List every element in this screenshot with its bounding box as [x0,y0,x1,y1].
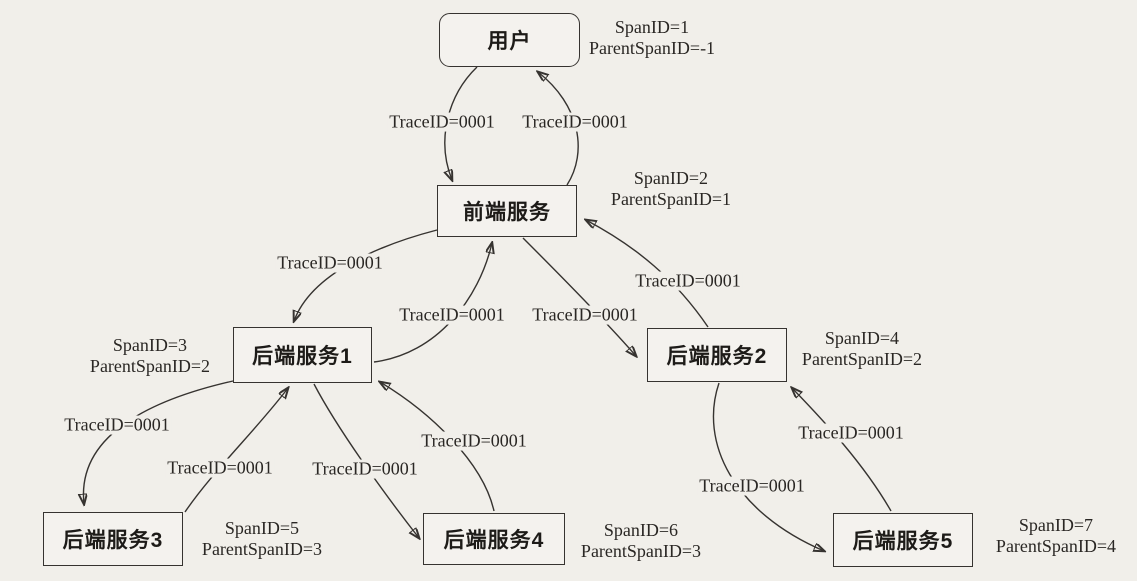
node-backend5-label: 后端服务5 [852,530,954,553]
edge-backend1-to-backend3 [83,380,234,504]
parent-span-id-text: ParentSpanID=4 [995,536,1117,556]
node-backend-service-1: 后端服务1 [233,327,372,383]
parent-span-id-text: ParentSpanID=-1 [588,38,716,58]
trace-label-backend3-to-backend1: TraceID=0001 [165,457,275,478]
node-backend1-label: 后端服务1 [252,345,353,368]
span-id-text: SpanID=4 [824,328,900,348]
node-backend-service-2: 后端服务2 [647,328,787,382]
span-id-text: SpanID=7 [1018,515,1094,535]
span-annotation-user: SpanID=1 ParentSpanID=-1 [589,17,715,59]
edge-backend2-to-backend5 [712,382,824,551]
edge-backend3-to-backend1 [184,388,288,513]
trace-label-frontend-to-user: TraceID=0001 [520,111,630,132]
node-user-label: 用户 [487,30,532,53]
trace-label-frontend-to-backend1: TraceID=0001 [275,252,385,273]
span-annotation-backend4: SpanID=6 ParentSpanID=3 [581,520,701,562]
trace-label-backend4-to-backend1: TraceID=0001 [419,430,529,451]
trace-label-backend5-to-backend2: TraceID=0001 [796,422,906,443]
trace-label-backend1-to-frontend: TraceID=0001 [397,304,507,325]
span-id-text: SpanID=1 [614,17,690,37]
span-annotation-backend1: SpanID=3 ParentSpanID=2 [90,335,210,377]
edge-backend2-to-frontend [586,220,709,328]
node-backend4-label: 后端服务4 [443,529,545,552]
span-id-text: SpanID=5 [224,518,300,538]
node-frontend-label: 前端服务 [463,201,551,224]
parent-span-id-text: ParentSpanID=3 [201,539,323,559]
node-backend-service-4: 后端服务4 [423,513,565,565]
span-annotation-backend2: SpanID=4 ParentSpanID=2 [802,328,922,370]
edge-backend5-to-backend2 [792,388,892,512]
node-backend2-label: 后端服务2 [666,345,768,368]
edge-backend1-to-frontend [373,243,492,363]
node-user: 用户 [439,13,580,67]
node-frontend-service: 前端服务 [437,185,577,237]
parent-span-id-text: ParentSpanID=2 [801,349,923,369]
trace-label-backend1-to-backend3: TraceID=0001 [62,414,172,435]
node-backend-service-5: 后端服务5 [833,513,973,567]
trace-label-backend1-to-backend4: TraceID=0001 [310,458,420,479]
span-annotation-backend3: SpanID=5 ParentSpanID=3 [202,518,322,560]
parent-span-id-text: ParentSpanID=1 [610,189,732,209]
edge-frontend-to-backend2 [522,237,636,356]
parent-span-id-text: ParentSpanID=2 [89,356,211,376]
trace-label-frontend-to-backend2: TraceID=0001 [530,304,640,325]
span-id-text: SpanID=2 [633,168,709,188]
node-backend-service-3: 后端服务3 [43,512,183,566]
node-backend3-label: 后端服务3 [62,529,164,552]
trace-label-backend2-to-frontend: TraceID=0001 [633,270,743,291]
trace-label-user-to-frontend: TraceID=0001 [387,111,497,132]
span-id-text: SpanID=6 [603,520,679,540]
span-annotation-frontend: SpanID=2 ParentSpanID=1 [611,168,731,210]
span-annotation-backend5: SpanID=7 ParentSpanID=4 [996,515,1116,557]
span-id-text: SpanID=3 [112,335,188,355]
parent-span-id-text: ParentSpanID=3 [580,541,702,561]
trace-label-backend2-to-backend5: TraceID=0001 [697,475,807,496]
